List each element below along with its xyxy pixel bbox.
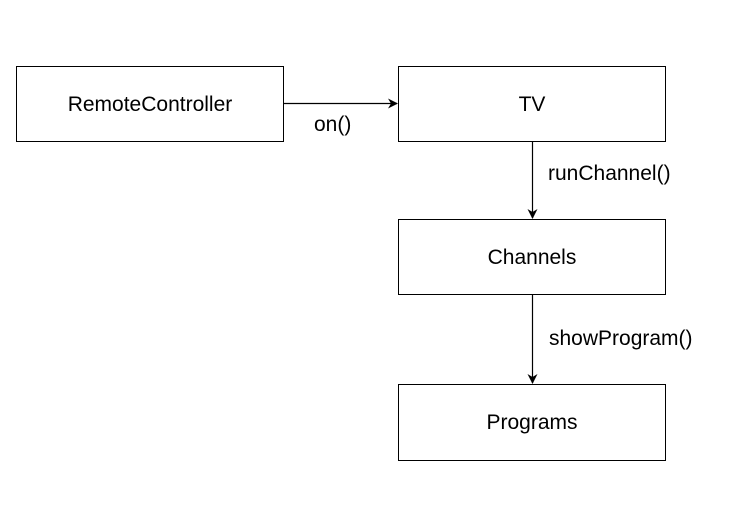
edge-label-on: on()	[314, 113, 352, 136]
edge-label-show-program: showProgram()	[549, 327, 693, 350]
edge-label-run-channel: runChannel()	[548, 162, 671, 185]
node-tv-label: TV	[518, 92, 546, 116]
node-channels: Channels	[398, 219, 666, 295]
node-channels-label: Channels	[487, 245, 577, 269]
node-remote-controller: RemoteController	[16, 66, 284, 142]
node-remote-controller-label: RemoteController	[67, 92, 233, 116]
node-tv: TV	[398, 66, 666, 142]
node-programs: Programs	[398, 384, 666, 461]
node-programs-label: Programs	[486, 411, 578, 434]
